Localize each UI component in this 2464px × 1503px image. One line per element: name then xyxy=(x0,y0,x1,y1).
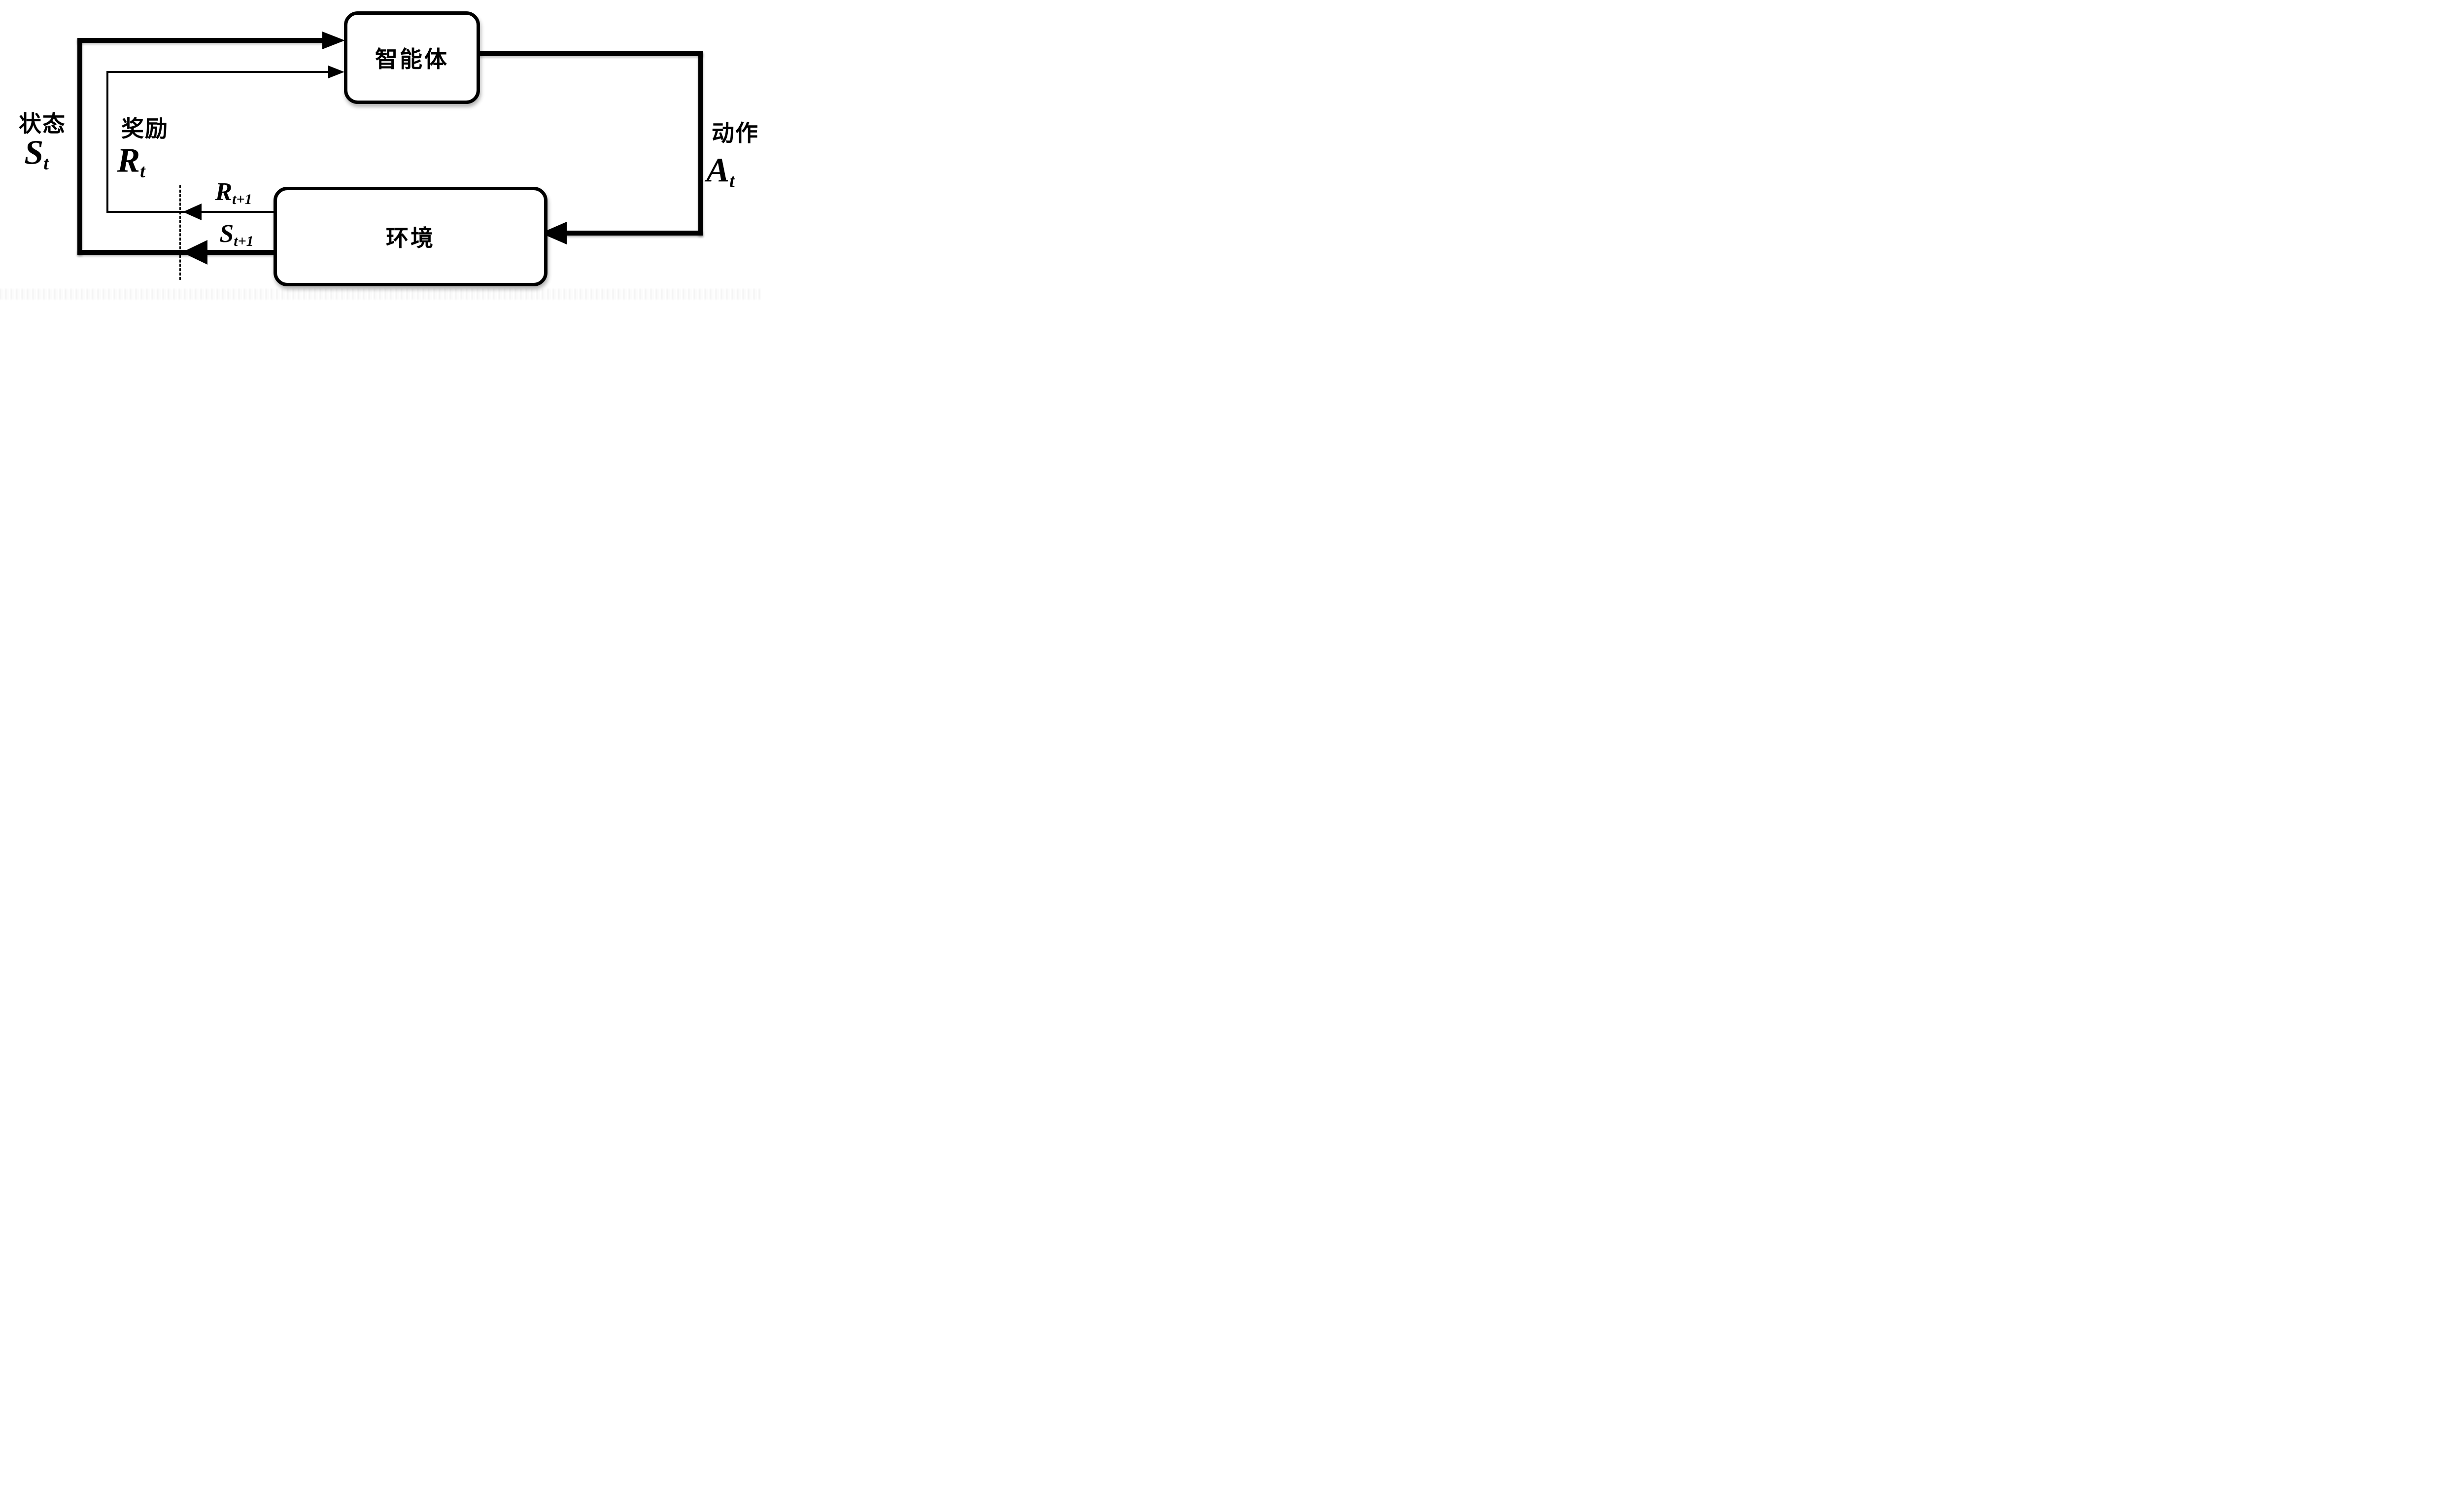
environment-box: 环境 xyxy=(274,187,548,286)
reward-into-agent-arrowhead-icon xyxy=(328,66,344,78)
state-loop-top-line xyxy=(77,38,324,43)
state-loop-vertical-line xyxy=(77,38,82,255)
reward-loop-vertical-line xyxy=(106,71,108,213)
reward-symbol-subscript: t xyxy=(140,161,145,182)
reward-symbol-base: R xyxy=(117,141,140,180)
state-next-arrowhead-icon xyxy=(182,240,207,265)
environment-box-label: 环境 xyxy=(386,226,435,251)
state-symbol-subscript: t xyxy=(43,153,49,174)
reward-loop-top-line xyxy=(106,71,329,73)
reward-next-subscript: t+1 xyxy=(232,191,252,208)
time-step-boundary-dashed-line xyxy=(179,185,181,280)
state-symbol-label: St xyxy=(24,134,49,174)
reward-next-base: R xyxy=(215,177,233,206)
reward-next-arrowhead-icon xyxy=(183,204,202,220)
state-next-subscript: t+1 xyxy=(234,233,254,250)
action-symbol-base: A xyxy=(706,151,730,190)
state-next-base: S xyxy=(219,219,234,248)
reward-next-symbol-label: Rt+1 xyxy=(215,177,252,208)
reward-symbol-label: Rt xyxy=(117,141,145,182)
action-symbol-subscript: t xyxy=(729,171,735,192)
action-symbol-label: At xyxy=(706,151,734,192)
jpeg-artifact-strip xyxy=(0,289,761,300)
reward-text-label: 奖励 xyxy=(121,116,169,141)
action-top-line xyxy=(473,51,703,56)
state-next-line xyxy=(77,250,274,255)
state-into-agent-arrowhead-icon xyxy=(322,32,345,49)
agent-box: 智能体 xyxy=(344,11,480,104)
state-symbol-base: S xyxy=(24,134,44,172)
state-text-label: 状态 xyxy=(19,111,66,137)
action-bottom-line xyxy=(566,231,703,236)
agent-box-label: 智能体 xyxy=(375,47,449,72)
rl-agent-environment-diagram: 智能体 环境 状态 St 奖励 Rt 动作 At Rt+1 St+1 xyxy=(0,0,788,301)
action-vertical-line xyxy=(698,51,703,236)
state-next-symbol-label: St+1 xyxy=(219,219,253,250)
action-text-label: 动作 xyxy=(712,121,759,146)
